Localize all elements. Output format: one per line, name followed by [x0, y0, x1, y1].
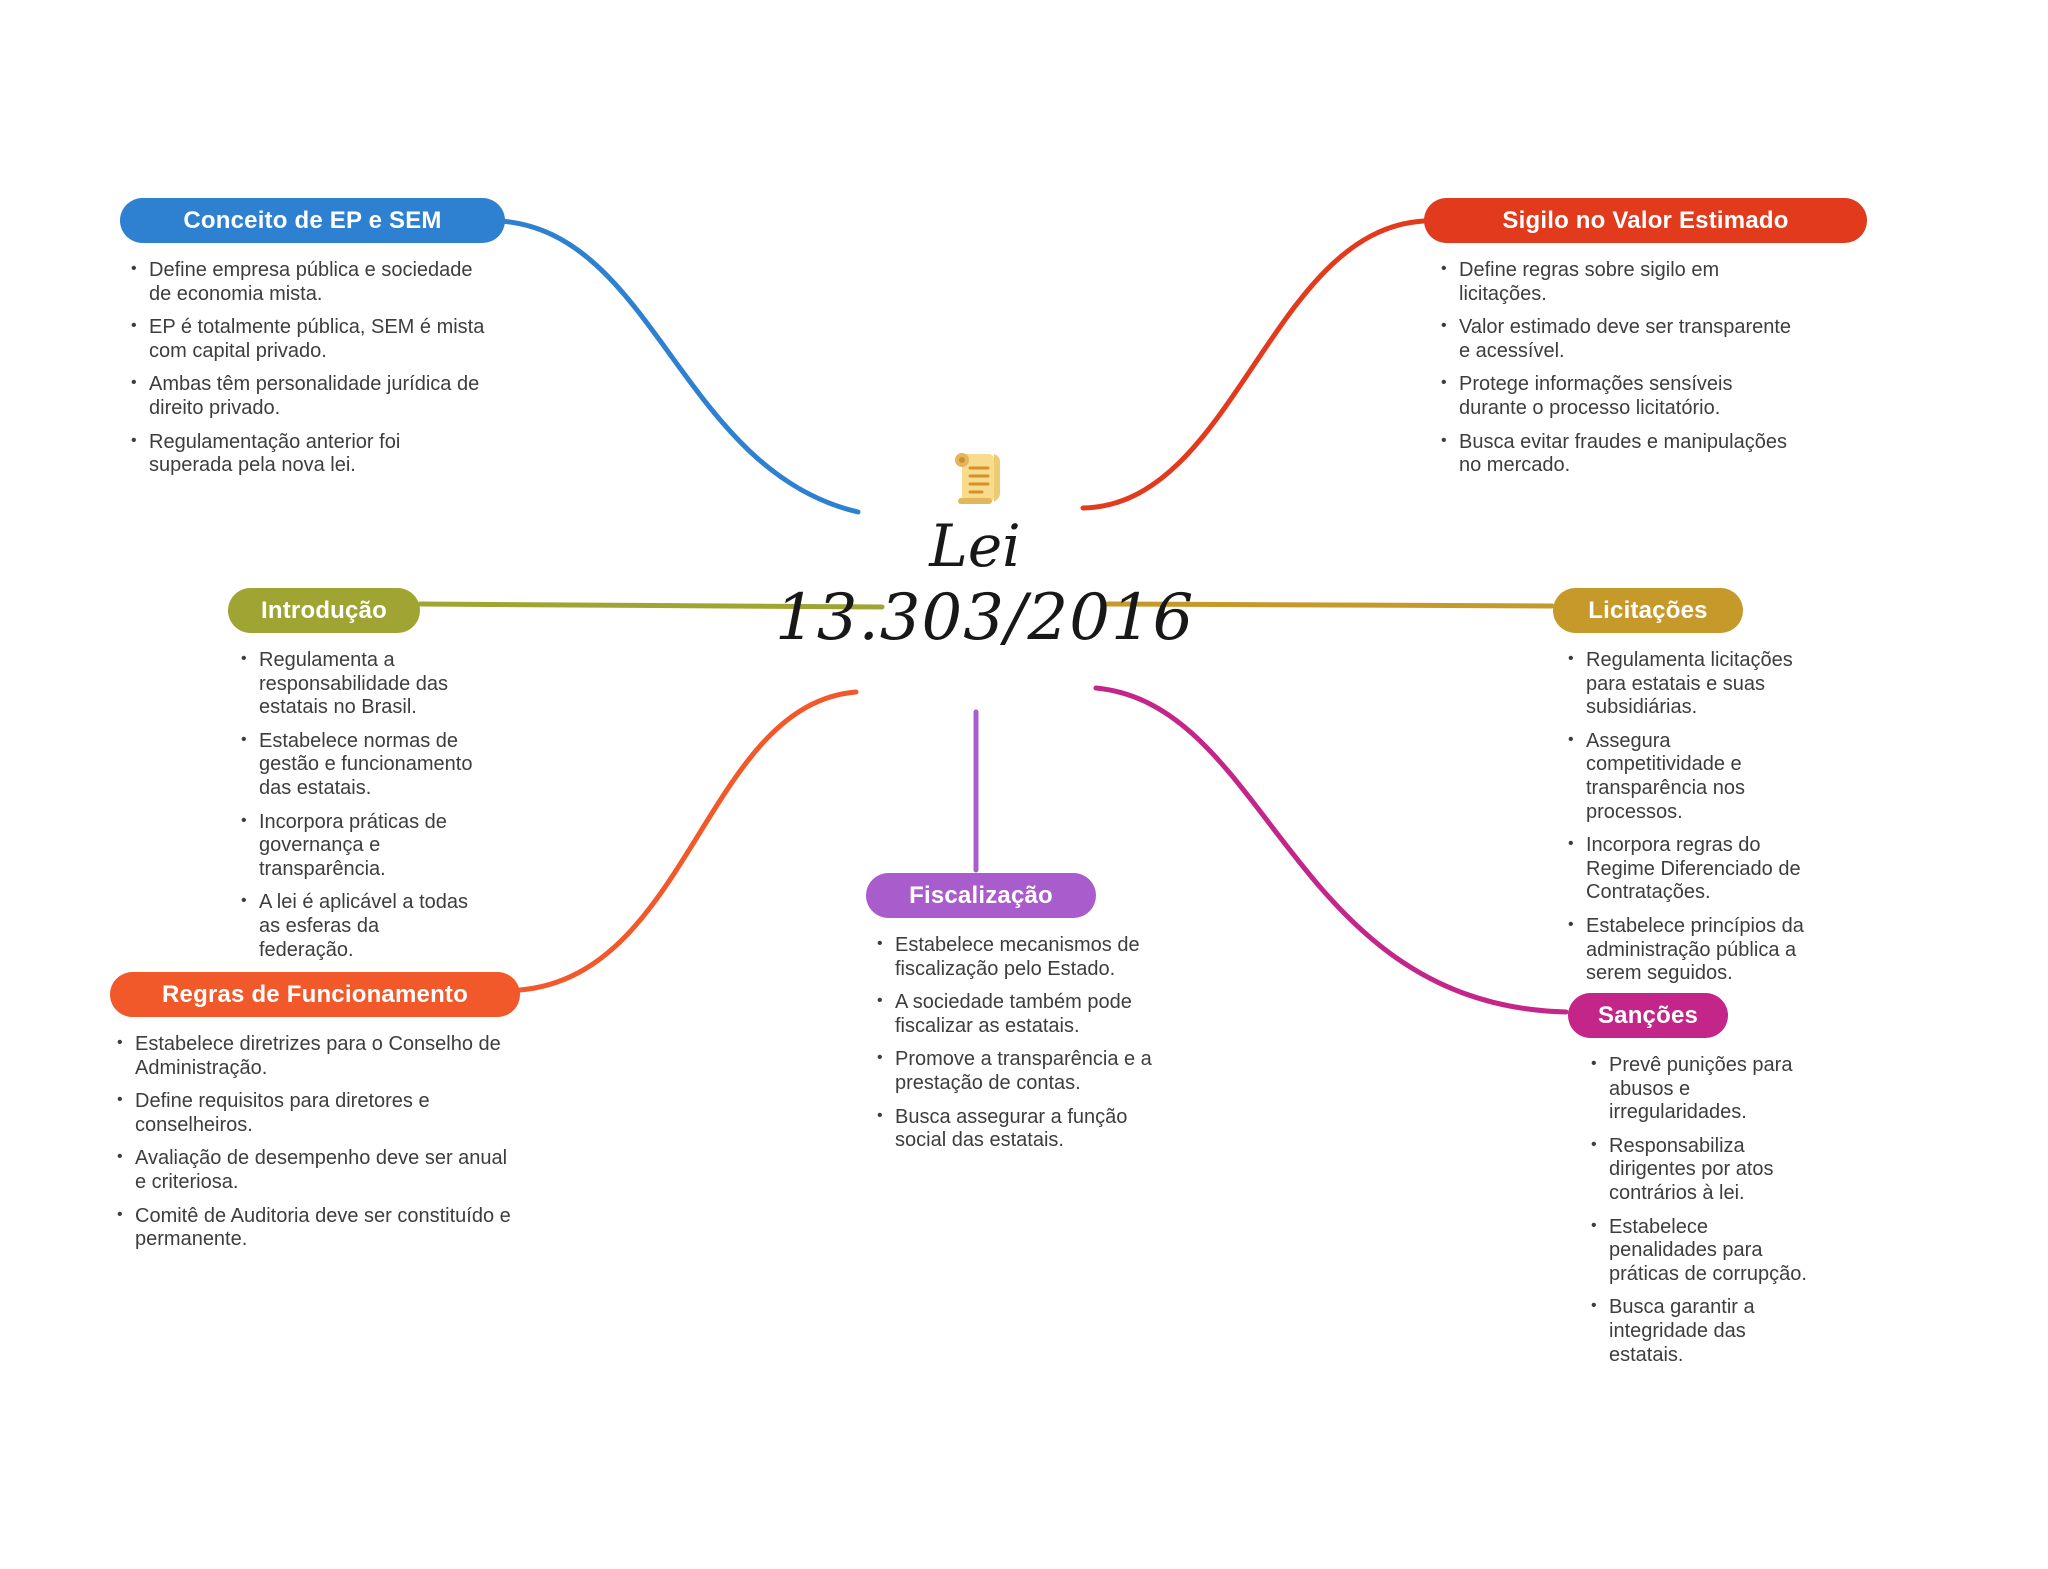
bullet-item: Busca evitar fraudes e manipulações no m…	[1438, 431, 1800, 478]
bullet-list-sancoes: Prevê punições para abusos e irregularid…	[1588, 1054, 1810, 1367]
branch-conceito-ep-sem: Conceito de EP e SEM Define empresa públ…	[120, 198, 505, 488]
connector-regras-line	[517, 689, 859, 993]
branch-label-sancoes[interactable]: Sanções	[1568, 993, 1728, 1038]
branch-label-licitacoes[interactable]: Licitações	[1553, 588, 1743, 633]
bullet-list-regras: Estabelece diretrizes para o Conselho de…	[114, 1033, 516, 1252]
bullet-item: EP é totalmente pública, SEM é mista com…	[128, 316, 488, 363]
bullet-item: Regulamenta licitações para estatais e s…	[1565, 649, 1805, 720]
bullet-item: Incorpora práticas de governança e trans…	[238, 811, 476, 882]
branch-label-regras[interactable]: Regras de Funcionamento	[110, 972, 520, 1017]
branch-licitacoes: Licitações Regulamenta licitações para e…	[1553, 588, 1804, 996]
central-node[interactable]: Lei 13.303/2016	[775, 448, 1195, 655]
bullet-item: Valor estimado deve ser transparente e a…	[1438, 316, 1800, 363]
bullet-item: Define requisitos para diretores e conse…	[114, 1090, 516, 1137]
branch-label-introducao[interactable]: Introdução	[228, 588, 420, 633]
bullet-item: Comitê de Auditoria deve ser constituído…	[114, 1205, 516, 1252]
bullet-item: A lei é aplicável a todas as esferas da …	[238, 891, 476, 962]
bullet-item: Estabelece penalidades para práticas de …	[1588, 1216, 1810, 1287]
bullet-item: Ambas têm personalidade jurídica de dire…	[128, 373, 488, 420]
connector-introducao-line	[417, 601, 885, 610]
bullet-item: Regulamentação anterior foi superada pel…	[128, 431, 488, 478]
branch-sancoes: Sanções Prevê punições para abusos e irr…	[1568, 993, 1807, 1377]
bullet-item: Protege informações sensíveis durante o …	[1438, 373, 1800, 420]
bullet-item: A sociedade também pode fiscalizar as es…	[874, 991, 1174, 1038]
bullet-item: Responsabiliza dirigentes por atos contr…	[1588, 1135, 1810, 1206]
bullet-list-fiscalizacao: Estabelece mecanismos de fiscalização pe…	[874, 934, 1174, 1153]
bullet-item: Estabelece normas de gestão e funcioname…	[238, 730, 476, 801]
center-title-line2: 13.303/2016	[775, 580, 1195, 655]
bullet-item: Assegura competitividade e transparência…	[1565, 730, 1805, 824]
bullet-list-sigilo: Define regras sobre sigilo em licitações…	[1438, 259, 1800, 478]
bullet-item: Busca assegurar a função social das esta…	[874, 1106, 1174, 1153]
connector-conceito-line	[497, 218, 861, 515]
bullet-item: Define empresa pública e sociedade de ec…	[128, 259, 488, 306]
branch-sigilo-valor-estimado: Sigilo no Valor Estimado Define regras s…	[1424, 198, 1867, 488]
bullet-item: Incorpora regras do Regime Diferenciado …	[1565, 834, 1805, 905]
connector-sancoes-line	[1093, 685, 1569, 1015]
bullet-item: Busca garantir a integridade das estatai…	[1588, 1296, 1810, 1367]
bullet-item: Avaliação de desempenho deve ser anual e…	[114, 1147, 516, 1194]
bullet-item: Estabelece princípios da administração p…	[1565, 915, 1805, 986]
center-title-line1: Lei	[929, 512, 1021, 580]
branch-label-sigilo[interactable]: Sigilo no Valor Estimado	[1424, 198, 1867, 243]
scroll-icon	[775, 448, 1175, 514]
connector-licitacoes-line	[1105, 601, 1555, 609]
connector-sigilo-line	[1080, 218, 1427, 511]
bullet-item: Estabelece diretrizes para o Conselho de…	[114, 1033, 516, 1080]
bullet-list-licitacoes: Regulamenta licitações para estatais e s…	[1565, 649, 1805, 986]
bullet-item: Promove a transparência e a prestação de…	[874, 1048, 1174, 1095]
bullet-item: Define regras sobre sigilo em licitações…	[1438, 259, 1800, 306]
branch-fiscalizacao: Fiscalização Estabelece mecanismos de fi…	[866, 873, 1176, 1163]
branch-label-fiscalizacao[interactable]: Fiscalização	[866, 873, 1096, 918]
bullet-list-introducao: Regulamenta a responsabilidade das estat…	[238, 649, 476, 962]
branch-regras-funcionamento: Regras de Funcionamento Estabelece diret…	[110, 972, 520, 1262]
bullet-list-conceito: Define empresa pública e sociedade de ec…	[128, 259, 488, 478]
branch-label-conceito[interactable]: Conceito de EP e SEM	[120, 198, 505, 243]
branch-introducao: Introdução Regulamenta a responsabilidad…	[228, 588, 473, 972]
bullet-item: Estabelece mecanismos de fiscalização pe…	[874, 934, 1174, 981]
bullet-item: Prevê punições para abusos e irregularid…	[1588, 1054, 1810, 1125]
bullet-item: Regulamenta a responsabilidade das estat…	[238, 649, 476, 720]
